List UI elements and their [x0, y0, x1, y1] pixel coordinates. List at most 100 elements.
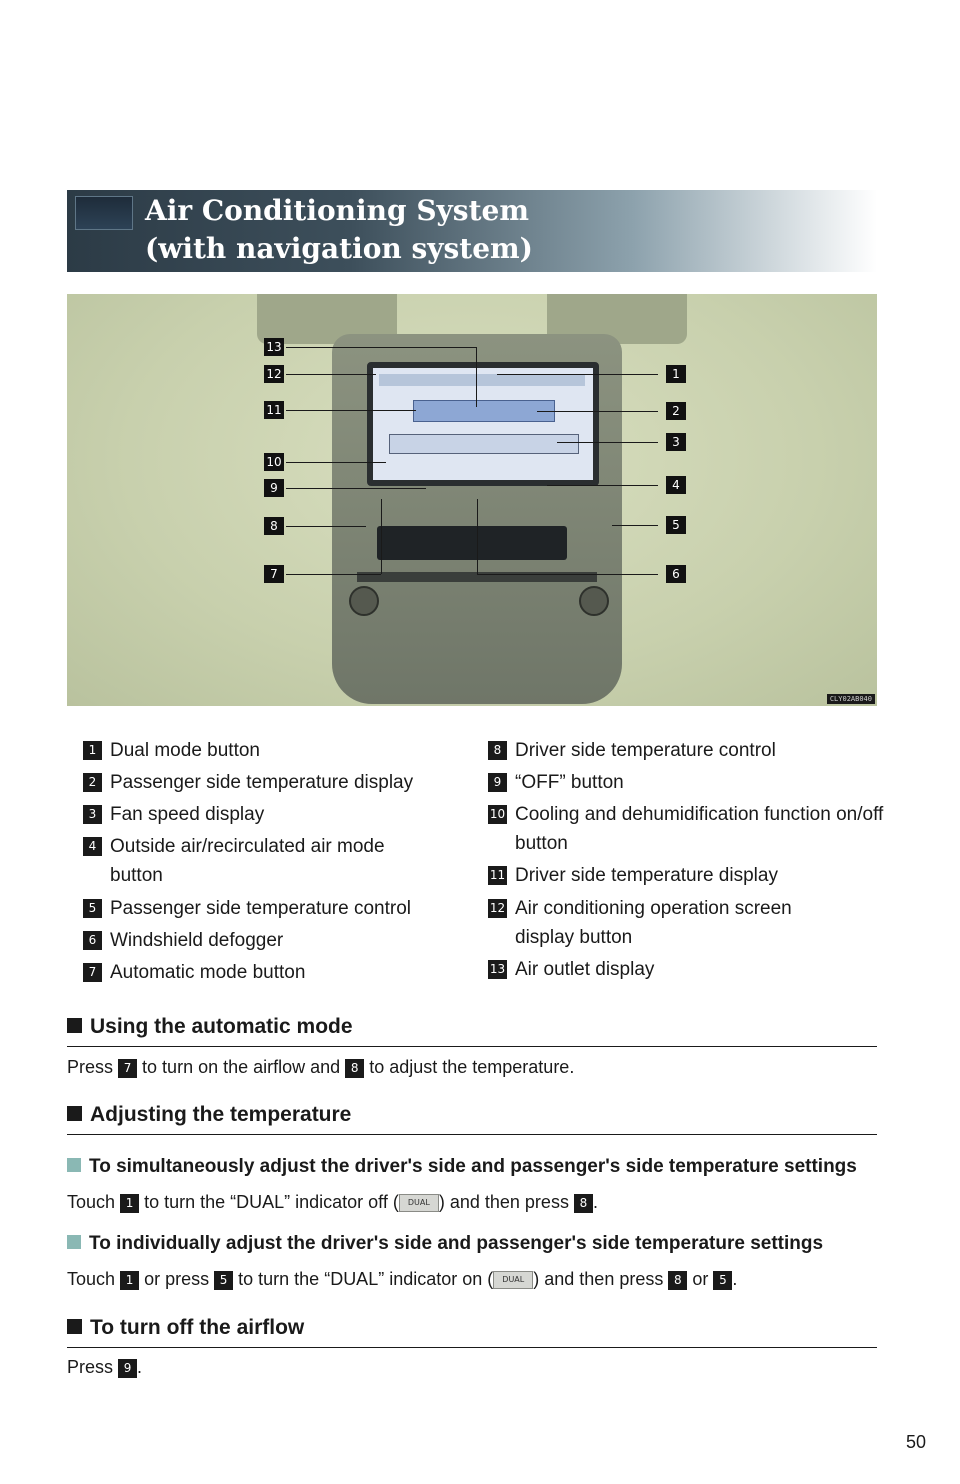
inline-badge: 8 [345, 1058, 365, 1078]
climate-panel-photo: 13 12 11 10 9 8 7 1 2 3 4 5 6 CLY02AB040 [67, 294, 877, 706]
inline-badge: 8 [573, 1193, 593, 1213]
legend-text: Driver side temperature control [515, 740, 776, 761]
callout-8: 8 [264, 517, 284, 535]
section-heading-adjusting-temperature: Adjusting the temperature [67, 1100, 877, 1135]
section-heading-automatic-mode: Using the automatic mode [67, 1012, 877, 1047]
subheading-individual-adjust: To individually adjust the driver's side… [67, 1230, 887, 1258]
leader-line-7-vertical [381, 499, 382, 574]
page-title-line-2: (with navigation system) [145, 232, 533, 265]
text: Touch [67, 1269, 116, 1289]
text: . [137, 1357, 143, 1377]
leader-line-6-vertical [477, 499, 478, 574]
legend-text: Cooling and dehumidification function on… [515, 804, 884, 854]
text: . [592, 1192, 598, 1212]
legend-badge: 11 [488, 866, 507, 885]
leader-line-8 [286, 526, 366, 527]
legend-item-1: 1 Dual mode button [83, 736, 470, 765]
legend-badge: 3 [83, 805, 102, 824]
legend-text: “OFF” button [515, 772, 624, 793]
legend-text: Automatic mode button [110, 962, 306, 983]
right-knob [579, 586, 609, 616]
text: or press [144, 1269, 210, 1289]
legend-text: Outside air/recirculated air mode button [110, 836, 385, 886]
automatic-mode-text: Press 7 to turn on the airflow and 8 to … [67, 1053, 574, 1081]
callout-9: 9 [264, 479, 284, 497]
callout-11: 11 [264, 401, 284, 419]
subheading-square-icon [67, 1158, 81, 1172]
page-number: 50 [905, 1432, 926, 1452]
screen-fan-speed-bar [389, 434, 579, 454]
audio-display [377, 526, 567, 560]
section-heading-text: Using the automatic mode [90, 1015, 353, 1038]
legend-item-8: 8 Driver side temperature control [488, 736, 895, 765]
text: ) and then press [438, 1192, 569, 1212]
text: Touch [67, 1192, 116, 1212]
screen-header-bar [379, 374, 585, 386]
legend-text: Driver side temperature display [515, 865, 778, 886]
callout-3: 3 [666, 433, 686, 451]
legend-item-2: 2 Passenger side temperature display [83, 768, 470, 797]
dual-indicator-off-icon: DUAL [398, 1194, 439, 1213]
text: Press [67, 1057, 114, 1077]
dual-indicator-on-icon: DUAL [493, 1271, 534, 1290]
leader-line-2 [537, 411, 658, 412]
legend-item-9: 9 “OFF” button [488, 768, 895, 797]
callout-1: 1 [666, 365, 686, 383]
legend-item-13: 13 Air outlet display [488, 955, 895, 984]
legend-badge: 10 [488, 805, 507, 824]
leader-line-4 [547, 485, 658, 486]
leader-line-11 [286, 410, 416, 411]
legend-badge: 8 [488, 741, 507, 760]
legend-item-11: 11 Driver side temperature display [488, 861, 895, 890]
leader-line-1 [497, 374, 658, 375]
section-heading-text: To turn off the airflow [90, 1316, 305, 1339]
leader-line-12 [286, 374, 376, 375]
leader-line-9 [286, 488, 426, 489]
legend-badge: 13 [488, 960, 507, 979]
legend-text: Fan speed display [110, 804, 265, 825]
callout-13: 13 [264, 338, 284, 356]
inline-badge: 9 [118, 1358, 138, 1378]
legend-text: Passenger side temperature control [110, 898, 411, 919]
text: Press [67, 1357, 114, 1377]
leader-line-13 [286, 347, 476, 348]
turn-off-airflow-text: Press 9. [67, 1353, 142, 1381]
section-heading-text: Adjusting the temperature [90, 1103, 352, 1126]
legend-text: Dual mode button [110, 740, 260, 761]
legend-badge: 12 [488, 899, 507, 918]
legend-badge: 2 [83, 773, 102, 792]
callout-5: 5 [666, 516, 686, 534]
text: to turn the “DUAL” indicator off ( [144, 1192, 399, 1212]
legend-item-3: 3 Fan speed display [83, 800, 470, 829]
left-knob [349, 586, 379, 616]
section-square-icon [67, 1319, 82, 1334]
callout-12: 12 [264, 365, 284, 383]
legend-badge: 1 [83, 741, 102, 760]
inline-badge: 1 [120, 1270, 140, 1290]
legend-badge: 9 [488, 773, 507, 792]
legend-text: Windshield defogger [110, 930, 284, 951]
inline-badge: 7 [118, 1058, 138, 1078]
page-title-line-1: Air Conditioning System [145, 194, 529, 227]
legend-badge: 6 [83, 931, 102, 950]
legend-text: Passenger side temperature display [110, 772, 414, 793]
text: ) and then press [533, 1269, 664, 1289]
legend-badge: 7 [83, 963, 102, 982]
callout-4: 4 [666, 476, 686, 494]
page-title: Air Conditioning System (with navigation… [145, 192, 533, 268]
section-heading-turn-off-airflow: To turn off the airflow [67, 1313, 877, 1348]
legend-badge: 4 [83, 837, 102, 856]
legend-text: Air outlet display [515, 959, 655, 980]
subheading-text: To simultaneously adjust the driver's si… [89, 1156, 857, 1177]
subheading-simultaneous-adjust: To simultaneously adjust the driver's si… [67, 1153, 887, 1181]
inline-badge: 1 [120, 1193, 140, 1213]
screen-airflow-buttons [413, 400, 555, 422]
leader-line-13-vertical [476, 347, 477, 407]
individual-adjust-text: Touch 1 or press 5 to turn the “DUAL” in… [67, 1265, 737, 1293]
section-title-banner: Air Conditioning System (with navigation… [67, 190, 877, 272]
text: . [732, 1269, 738, 1289]
inline-badge: 5 [713, 1270, 733, 1290]
leader-line-6 [477, 574, 658, 575]
